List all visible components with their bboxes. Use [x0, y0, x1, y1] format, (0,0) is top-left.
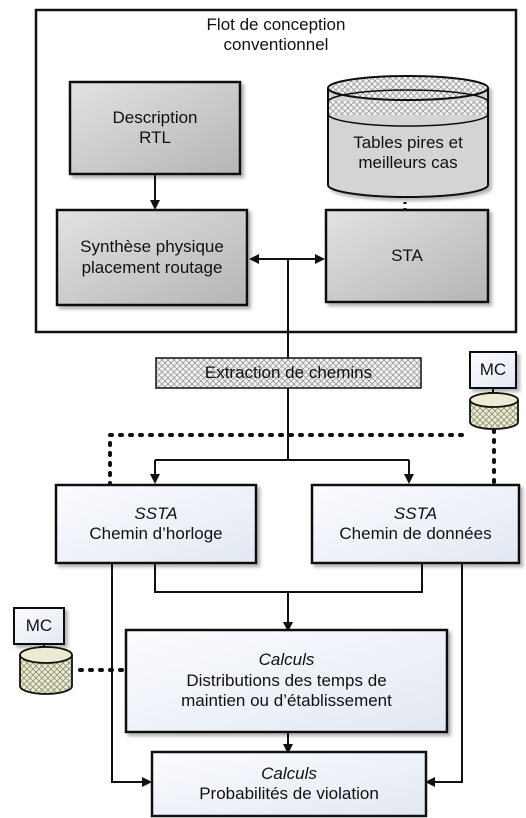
extraction-box-label: Extraction de chemins [156, 358, 421, 388]
ssta-clock-title: SSTA [134, 503, 178, 523]
tables-db-label: Tables pires et meilleurs cas [328, 118, 488, 188]
tables-database-icon [327, 75, 489, 198]
frame-title-line1: Flot de conception [206, 14, 346, 34]
mc-left-label: MC [14, 608, 64, 644]
ssta-data-label: SSTA Chemin de données [312, 485, 519, 563]
calc-probabilities-box [150, 750, 428, 818]
rtl-label-line2: RTL [139, 128, 171, 147]
synthesis-label-line1: Synthèse physique [80, 237, 224, 257]
tables-label-line1: Tables pires et [353, 132, 463, 152]
calc-probabilities-text: Probabilités de violation [199, 784, 379, 803]
extraction-label-text: Extraction de chemins [204, 362, 373, 382]
synthesis-box [55, 208, 249, 307]
sta-box [324, 208, 490, 304]
mc-left-database-icon [19, 646, 73, 695]
mc-top-label-text: MC [479, 359, 507, 379]
synthesis-label-line2: placement routage [81, 257, 223, 277]
rtl-description-box [68, 80, 242, 176]
mc-left-label-text: MC [25, 615, 53, 635]
mc-top-database-icon [469, 392, 519, 430]
clock-to-probabilities-arrow [111, 563, 152, 787]
mc-top-label: MC [470, 352, 516, 388]
ssta-data-title: SSTA [393, 503, 438, 523]
calc-distributions-title: Calculs [258, 650, 315, 670]
sta-box-label: STA [326, 210, 488, 302]
calc-distributions-line1: Distributions des temps de [186, 670, 387, 690]
rtl-box-label: Description RTL [70, 82, 240, 174]
calc-probabilities-title: Calculs [261, 763, 317, 783]
ssta-data-box [310, 483, 521, 565]
mc-top-dotted-loop [108, 433, 470, 487]
clock-to-merge-line [154, 563, 423, 593]
ssta-clock-box [54, 483, 258, 565]
calc-distributions-line2: maintien ou d’établissement [181, 691, 392, 711]
frame-title: Flot de conception conventionnel [36, 10, 516, 60]
ssta-data-text: Chemin de données [339, 524, 492, 543]
data-to-probabilities-arrow [425, 563, 463, 787]
rtl-label-line1: Description [112, 107, 198, 127]
tables-label-line2: meilleurs cas [358, 153, 458, 172]
ssta-clock-label: SSTA Chemin d’horloge [56, 485, 256, 563]
mc-left-box [13, 607, 65, 645]
sta-label-text: STA [391, 245, 423, 265]
frame-title-line2: conventionnel [223, 35, 329, 54]
calc-probabilities-label: Calculs Probabilités de violation [152, 752, 426, 816]
calc-distributions-box [124, 628, 449, 734]
ssta-clock-text: Chemin d’horloge [89, 524, 223, 543]
calc-distributions-label: Calculs Distributions des temps de maint… [126, 630, 447, 732]
synthesis-box-label: Synthèse physique placement routage [57, 210, 247, 305]
